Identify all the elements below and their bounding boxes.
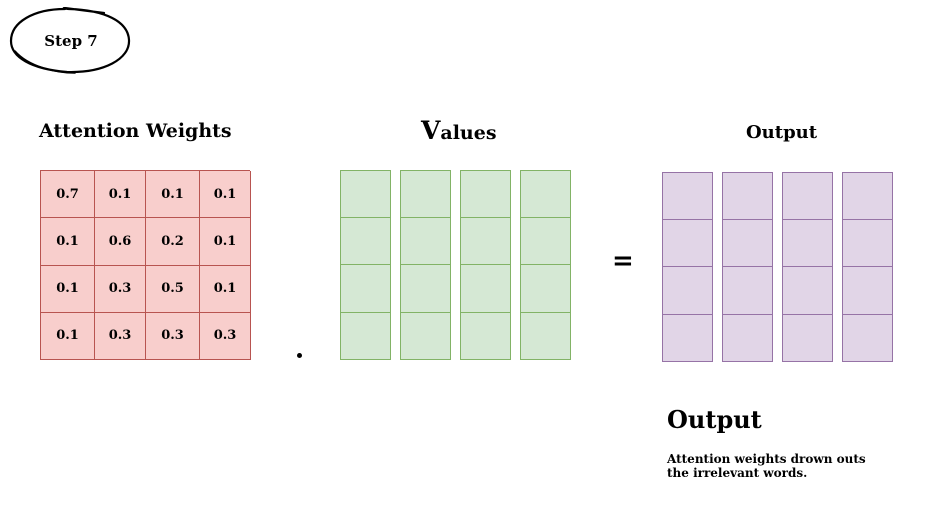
values-title-initial: V [421, 116, 441, 145]
output-block [722, 172, 773, 220]
output-block [722, 267, 773, 315]
weight-cell: 0.1 [41, 218, 95, 266]
weight-cell: 0.1 [41, 312, 95, 360]
output-block [782, 220, 833, 267]
weight-cell: 0.1 [200, 171, 251, 219]
weight-cell: 0.1 [200, 265, 251, 313]
output-note-text: Attention weights drown outs the irrelev… [667, 452, 866, 480]
output-block [722, 315, 773, 362]
output-title: Output [746, 122, 818, 143]
value-block [520, 218, 571, 265]
value-block [460, 218, 511, 265]
equals-operator: = [612, 246, 634, 276]
weight-cell: 0.3 [95, 312, 146, 360]
dot-product-operator [297, 353, 302, 358]
value-block [520, 313, 571, 360]
value-block [340, 313, 391, 360]
step-label: Step 7 [44, 32, 98, 50]
output-block [782, 315, 833, 362]
weight-cell: 0.3 [200, 312, 251, 360]
value-block [460, 170, 511, 218]
weight-cell: 0.7 [41, 171, 95, 219]
value-block [400, 218, 451, 265]
output-block [662, 315, 713, 362]
value-block [400, 265, 451, 313]
output-block [782, 172, 833, 220]
output-block [782, 267, 833, 315]
weight-cell: 0.3 [95, 265, 146, 313]
output-block [842, 267, 893, 315]
sketch-ellipse-icon [9, 7, 131, 74]
attention-weights-matrix: 0.7 0.1 0.1 0.1 0.1 0.6 0.2 0.1 0.1 0.3 … [40, 170, 251, 360]
weight-cell: 0.1 [146, 171, 200, 219]
value-block [340, 265, 391, 313]
output-block [842, 220, 893, 267]
value-vector [340, 170, 391, 360]
output-block [722, 220, 773, 267]
output-block [842, 315, 893, 362]
value-block [400, 313, 451, 360]
output-block [662, 267, 713, 315]
value-block [340, 170, 391, 218]
weight-cell: 0.1 [95, 171, 146, 219]
value-block [460, 313, 511, 360]
value-vector [460, 170, 511, 360]
output-vector [722, 172, 773, 362]
output-note-heading: Output [667, 405, 762, 434]
attention-weights-title: Attention Weights [39, 120, 232, 142]
output-vector [662, 172, 713, 362]
value-vector [520, 170, 571, 360]
output-vector [782, 172, 833, 362]
output-vector [842, 172, 893, 362]
value-block [400, 170, 451, 218]
value-block [460, 265, 511, 313]
weight-cell: 0.1 [200, 218, 251, 266]
step-badge: Step 7 [9, 7, 133, 75]
weight-cell: 0.3 [146, 312, 200, 360]
weight-cell: 0.2 [146, 218, 200, 266]
output-block [842, 172, 893, 220]
weights-grid: 0.7 0.1 0.1 0.1 0.1 0.6 0.2 0.1 0.1 0.3 … [40, 170, 251, 360]
value-vector [400, 170, 451, 360]
output-block [662, 172, 713, 220]
value-block [340, 218, 391, 265]
weight-cell: 0.6 [95, 218, 146, 266]
values-title: Values [421, 116, 497, 145]
weight-cell: 0.5 [146, 265, 200, 313]
value-block [520, 265, 571, 313]
value-block [520, 170, 571, 218]
output-block [662, 220, 713, 267]
weight-cell: 0.1 [41, 265, 95, 313]
values-title-rest: alues [440, 122, 497, 144]
